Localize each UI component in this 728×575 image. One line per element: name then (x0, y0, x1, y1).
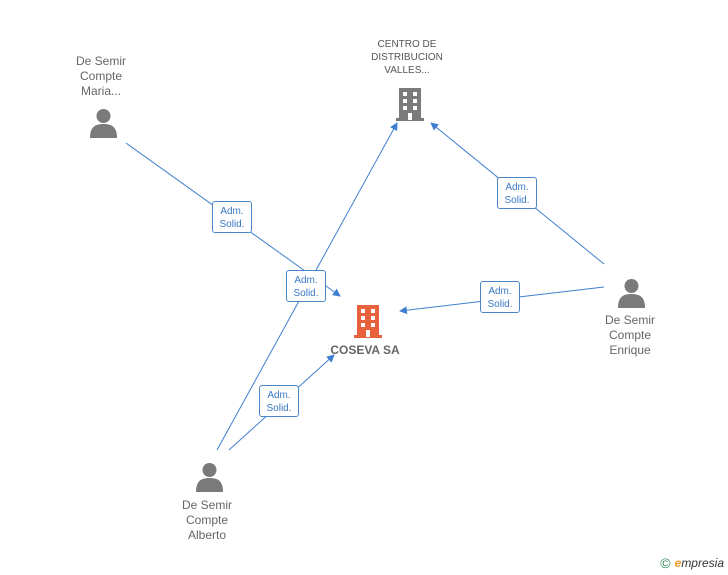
footer-branding: © empresia (660, 555, 724, 571)
role-type: Solid. (293, 288, 319, 299)
person-name-line: De Semir (181, 498, 232, 512)
role-type: Solid. (487, 299, 513, 310)
person-name-line: Compte (79, 69, 123, 83)
brand-name: mpresia (681, 556, 724, 570)
copyright-symbol: © (660, 555, 671, 571)
person-label-alberto[interactable]: De Semir Compte Alberto (167, 498, 247, 543)
brand-logo[interactable]: empresia (675, 556, 724, 570)
edge-role-badge[interactable]: Adm. Solid. (286, 270, 326, 302)
person-icon[interactable] (195, 462, 224, 492)
edge-role-badge[interactable]: Adm. Solid. (480, 281, 520, 313)
company-name-line: DISTRIBUCION (371, 52, 443, 63)
person-icon[interactable] (89, 108, 118, 138)
person-name-line: De Semir (604, 313, 655, 327)
role-abbrev: Adm. (220, 206, 244, 217)
person-name-line: De Semir (75, 54, 126, 68)
person-label-enrique[interactable]: De Semir Compte Enrique (590, 313, 670, 358)
role-abbrev: Adm. (505, 182, 529, 193)
company-label-centro[interactable]: CENTRO DE DISTRIBUCION VALLES... (362, 38, 452, 77)
role-type: Solid. (504, 195, 530, 206)
building-icon[interactable] (394, 86, 426, 122)
company-name-line: VALLES... (384, 65, 430, 76)
person-name-line: Compte (185, 513, 229, 527)
person-name-line: Alberto (187, 528, 227, 542)
role-abbrev: Adm. (267, 390, 291, 401)
edge-role-badge[interactable]: Adm. Solid. (212, 201, 252, 233)
role-abbrev: Adm. (294, 275, 318, 286)
person-label-maria[interactable]: De Semir Compte Maria... (61, 54, 141, 99)
main-company-name: COSEVA SA (330, 343, 400, 357)
edge-role-badge[interactable]: Adm. Solid. (259, 385, 299, 417)
company-name-line: CENTRO DE (377, 39, 437, 50)
brand-initial: e (674, 556, 682, 570)
person-name-line: Compte (608, 328, 652, 342)
main-company-label[interactable]: COSEVA SA (318, 343, 412, 358)
person-icon[interactable] (617, 278, 646, 308)
main-company-building-icon[interactable] (352, 303, 384, 339)
role-type: Solid. (219, 219, 245, 230)
role-abbrev: Adm. (488, 286, 512, 297)
role-type: Solid. (266, 403, 292, 414)
edge-role-badge[interactable]: Adm. Solid. (497, 177, 537, 209)
person-name-line: Enrique (609, 343, 651, 357)
person-name-line: Maria... (80, 84, 121, 98)
